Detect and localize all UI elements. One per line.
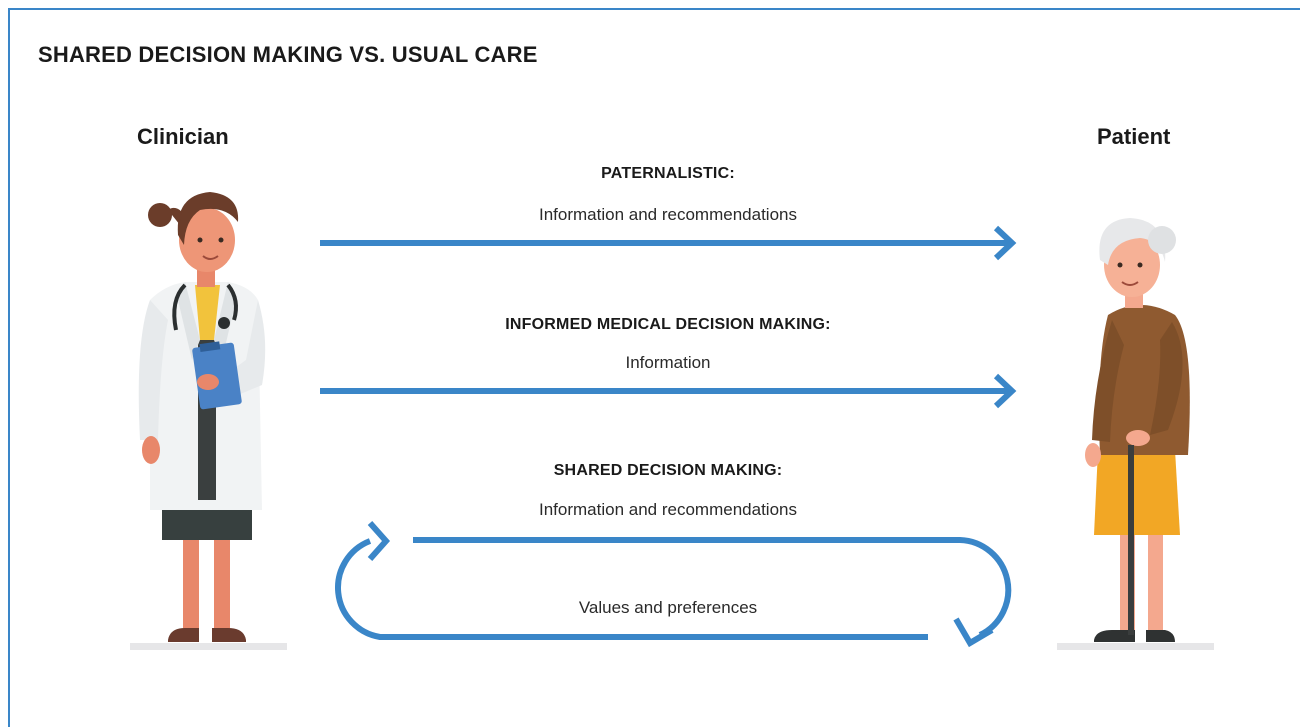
paternalistic-heading: PATERNALISTIC: [601, 165, 735, 182]
clinician-floor [130, 643, 287, 650]
informed-heading: INFORMED MEDICAL DECISION MAKING: [505, 316, 831, 333]
shared-description: Information and recommendations [539, 500, 797, 519]
patient-illustration-icon [1085, 218, 1190, 642]
clinician-label: Clinician [137, 124, 229, 149]
paternalistic-description: Information and recommendations [539, 205, 797, 224]
informed-arrow [320, 373, 1017, 409]
diagram-frame [8, 8, 1300, 727]
shared-heading: SHARED DECISION MAKING: [553, 462, 783, 479]
shared-return-description: Values and preferences [578, 598, 758, 617]
diagram-title: SHARED DECISION MAKING VS. USUAL CARE [38, 42, 538, 67]
paternalistic-arrow [320, 225, 1017, 261]
informed-description: Information [625, 353, 711, 372]
shared-loop-arrow [335, 521, 1012, 648]
clinician-illustration-icon [138, 192, 266, 642]
patient-label: Patient [1097, 124, 1171, 149]
patient-floor [1057, 643, 1214, 650]
